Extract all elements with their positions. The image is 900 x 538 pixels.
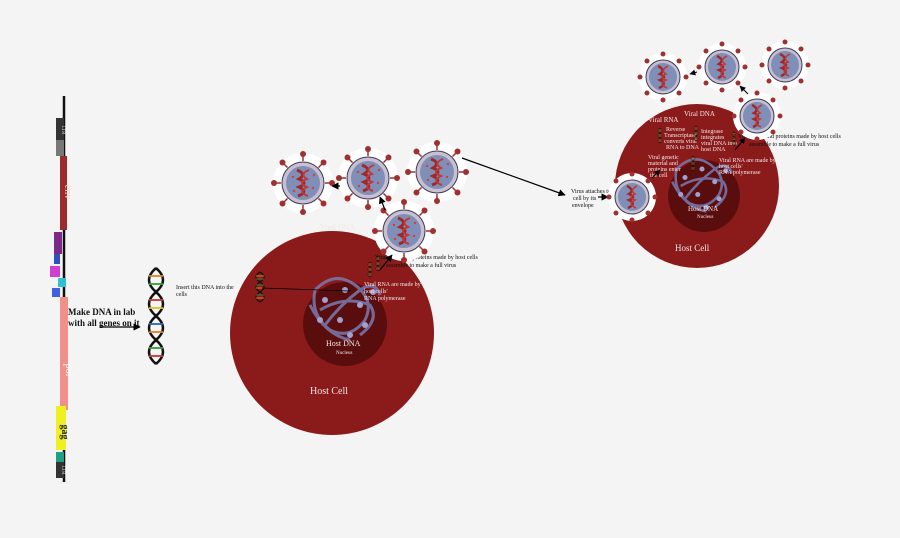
right-nucleus-label: Nucleus xyxy=(697,215,713,220)
left-insert-text-1: Insert this DNA into the xyxy=(176,285,234,291)
virus-released-2 xyxy=(334,144,402,212)
right-rt-4: RNA to DNA xyxy=(666,145,700,151)
right-gen-2: material and xyxy=(648,161,678,167)
attach-line3: envelope xyxy=(572,203,594,209)
right-host-cell-label: Host Cell xyxy=(675,243,710,253)
right-rna-line1: Viral RNA are made by xyxy=(719,158,776,164)
gene-env-segment xyxy=(60,156,67,230)
dna-helix-large xyxy=(147,267,165,365)
left-viral-dna-label: Viral DNA xyxy=(320,223,356,232)
gene-ltr-bottom-label: LTR xyxy=(60,466,65,476)
right-gen-3: proteins enter xyxy=(648,167,681,173)
right-proteins-line2: assemble to make a full virus xyxy=(749,141,820,148)
left-host-cell-label: Host Cell xyxy=(310,386,348,397)
arrow-bud-left xyxy=(378,196,386,211)
left-host-dna-label: Host DNA xyxy=(326,339,361,348)
right-viral-dna-label: Viral DNA xyxy=(684,110,715,118)
right-gen-4: the cell xyxy=(650,173,668,179)
left-rna-line3: RNA polymerase xyxy=(364,296,406,302)
gene-ltr-top-segment xyxy=(56,118,64,140)
gene-pol-label: pol xyxy=(63,364,74,377)
right-int-1: Integrase xyxy=(701,129,723,135)
right-int-3: viral DNA into xyxy=(701,141,737,147)
right-rna-line2: host cells' xyxy=(719,164,743,170)
right-rt-1: Reverse xyxy=(666,127,686,133)
virus-released-3 xyxy=(403,138,471,206)
arrow-assemble-right xyxy=(734,137,746,151)
gene-ltr-bottom-segment xyxy=(56,462,64,478)
right-rt-3: converts viral xyxy=(664,139,697,145)
genome-map: LTR env pol gag LTR Make DNA in lab with… xyxy=(50,96,141,482)
right-gen-1: Viral genetic xyxy=(648,155,679,161)
left-proteins-line1: Viral RNA and proteins made by host cell… xyxy=(375,255,478,261)
left-proteins-line2: assemble to make a full virus xyxy=(386,262,457,269)
left-host-cell: Insert this DNA into the cells Viral DNA… xyxy=(176,223,478,435)
gene-gag-label: gag xyxy=(59,425,70,440)
gene-env-label: env xyxy=(62,185,73,199)
left-insert-text-2: cells xyxy=(176,292,188,298)
right-host-cell: Viral RNA Viral DNA Reverse Transcriptas… xyxy=(615,104,841,268)
virus-top-1 xyxy=(636,50,690,104)
right-proteins-line1: Viral RNA and proteins made by host cell… xyxy=(738,134,841,140)
gene-segment-cyan xyxy=(58,278,66,287)
arrow-release-right xyxy=(689,69,698,76)
genome-caption-line1: Make DNA in lab xyxy=(68,307,135,317)
gene-ltr-top-label: LTR xyxy=(60,126,65,136)
left-rna-line2: host cells' xyxy=(364,289,388,295)
right-host-dna-label: Host DNA xyxy=(688,205,718,213)
right-viral-rna-label: Viral RNA xyxy=(648,116,679,124)
gene-segment-purple xyxy=(54,232,62,254)
left-rna-line1: Viral RNA are made by xyxy=(364,282,421,288)
right-rna-line3: RNA polymerase xyxy=(719,170,761,176)
virus-budding-left xyxy=(370,197,438,265)
arrow-bud-right xyxy=(739,85,749,95)
gene-pol-segment xyxy=(60,297,68,410)
right-int-2: integrates xyxy=(701,135,725,141)
attach-line1: Virus attaches to xyxy=(571,189,611,195)
gene-segment-magenta xyxy=(50,266,60,277)
genome-caption-line2: with all genes on it xyxy=(68,318,140,328)
attach-line2: cell by its xyxy=(573,196,597,202)
arrow-assemble-left xyxy=(379,254,393,271)
virus-released-1 xyxy=(269,149,337,217)
arrow-to-right-cell xyxy=(461,157,566,197)
gene-gag-segment xyxy=(56,406,66,450)
right-int-4: host DNA xyxy=(701,147,726,153)
left-nucleus-label: Nucleus xyxy=(336,351,352,356)
right-rt-2: Transcriptase xyxy=(664,133,696,139)
gene-segment-blue xyxy=(54,254,60,264)
arrow-insert-dna xyxy=(261,287,351,292)
gene-segment-grey xyxy=(56,140,64,156)
virus-top-3 xyxy=(758,38,812,92)
gene-segment-teal xyxy=(56,452,64,462)
arrow-enter-right xyxy=(651,169,661,179)
gene-segment-navy xyxy=(52,288,60,297)
virus-top-2 xyxy=(695,40,749,94)
